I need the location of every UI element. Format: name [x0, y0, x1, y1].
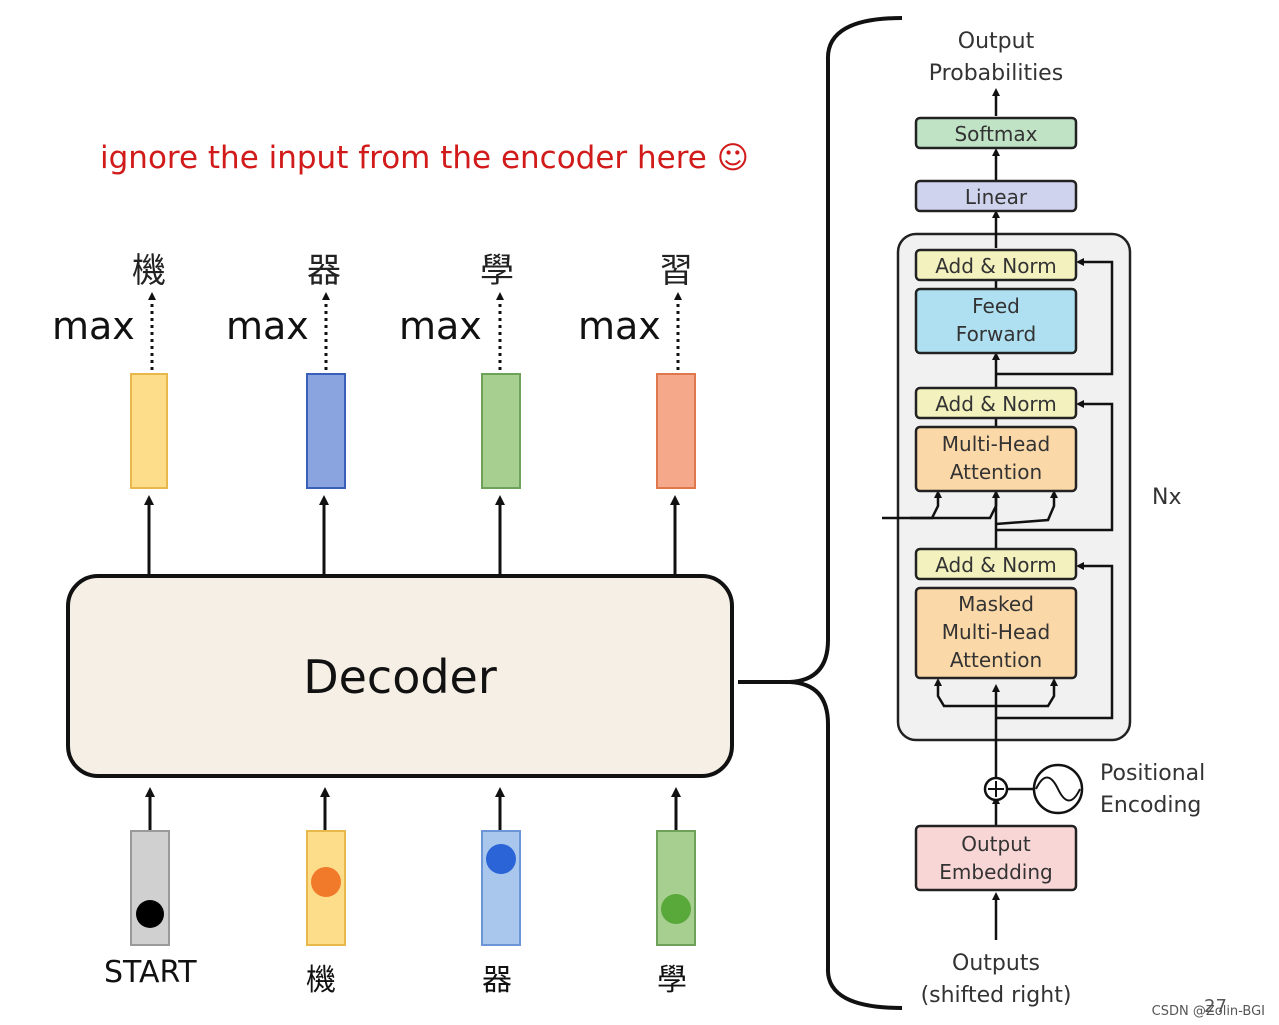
nx-label: Nx — [1152, 485, 1181, 510]
input-label-start: START — [104, 955, 197, 990]
add-norm-box-2 — [914, 386, 1078, 420]
brace — [738, 16, 903, 1010]
outputs-line1: Outputs — [952, 951, 1040, 976]
output-vector-4 — [656, 373, 696, 489]
linear-label: Linear — [965, 185, 1028, 209]
add-norm-box-1 — [914, 547, 1078, 581]
max-label-4: max — [578, 304, 661, 348]
add-norm-label-2: Add & Norm — [935, 392, 1057, 416]
outputs-line2: (shifted right) — [921, 983, 1072, 1008]
output-char-3: 學 — [480, 251, 514, 291]
masked-line2: Multi-Head — [942, 620, 1050, 644]
feed-forward-box — [914, 287, 1078, 355]
annotation-note: ignore the input from the encoder here ☺ — [100, 140, 750, 176]
max-label-2: max — [226, 304, 309, 348]
input-decoder-arrows — [145, 787, 681, 830]
input-vector-3 — [481, 830, 521, 946]
input-vector-start — [130, 830, 170, 946]
add-norm-label-3: Add & Norm — [935, 254, 1057, 278]
mha-line2: Attention — [950, 460, 1042, 484]
output-embedding-box — [914, 824, 1078, 892]
decoder-output-arrows — [144, 495, 680, 574]
output-embedding-line2: Embedding — [939, 860, 1052, 884]
masked-line1: Masked — [958, 592, 1034, 616]
output-vector-3 — [481, 373, 521, 489]
input-label-2: 機 — [306, 963, 336, 998]
output-char-1: 機 — [132, 251, 166, 291]
masked-line3: Attention — [950, 648, 1042, 672]
input-label-3: 器 — [482, 963, 512, 998]
input-vector-4 — [656, 830, 696, 946]
input-vector-2 — [306, 830, 346, 946]
max-label-1: max — [52, 304, 135, 348]
softmax-box — [914, 116, 1078, 150]
decoder-label: Decoder — [303, 650, 497, 704]
output-embedding-line1: Output — [961, 832, 1031, 856]
input-dot-start — [136, 900, 164, 928]
transformer-flow — [882, 88, 1114, 940]
input-dot-2 — [311, 867, 341, 897]
positional-encoding-line1: Positional — [1100, 761, 1205, 786]
output-vector-2 — [306, 373, 346, 489]
dotted-arrows — [148, 292, 682, 370]
output-vector-1 — [130, 373, 168, 489]
add-norm-label-1: Add & Norm — [935, 553, 1057, 577]
positional-encoding-line2: Encoding — [1100, 793, 1201, 818]
input-dot-4 — [661, 894, 691, 924]
softmax-label: Softmax — [954, 122, 1037, 146]
linear-box — [914, 179, 1078, 213]
output-probabilities-line1: Output — [958, 29, 1035, 54]
multi-head-attention-box — [914, 425, 1078, 493]
output-char-4: 習 — [659, 251, 693, 291]
max-label-3: max — [399, 304, 482, 348]
watermark: CSDN @Zolin-BGI — [1151, 1004, 1265, 1019]
input-dot-3 — [486, 844, 516, 874]
input-label-4: 學 — [657, 963, 687, 998]
mha-line1: Multi-Head — [942, 432, 1050, 456]
add-norm-box-3 — [914, 248, 1078, 282]
feed-forward-line1: Feed — [972, 294, 1020, 318]
masked-attention-box — [914, 586, 1078, 680]
output-char-2: 器 — [307, 251, 341, 291]
output-probabilities-line2: Probabilities — [929, 61, 1063, 86]
decoder-block — [66, 574, 734, 778]
feed-forward-line2: Forward — [956, 322, 1036, 346]
page-number: 27 — [1204, 996, 1227, 1017]
